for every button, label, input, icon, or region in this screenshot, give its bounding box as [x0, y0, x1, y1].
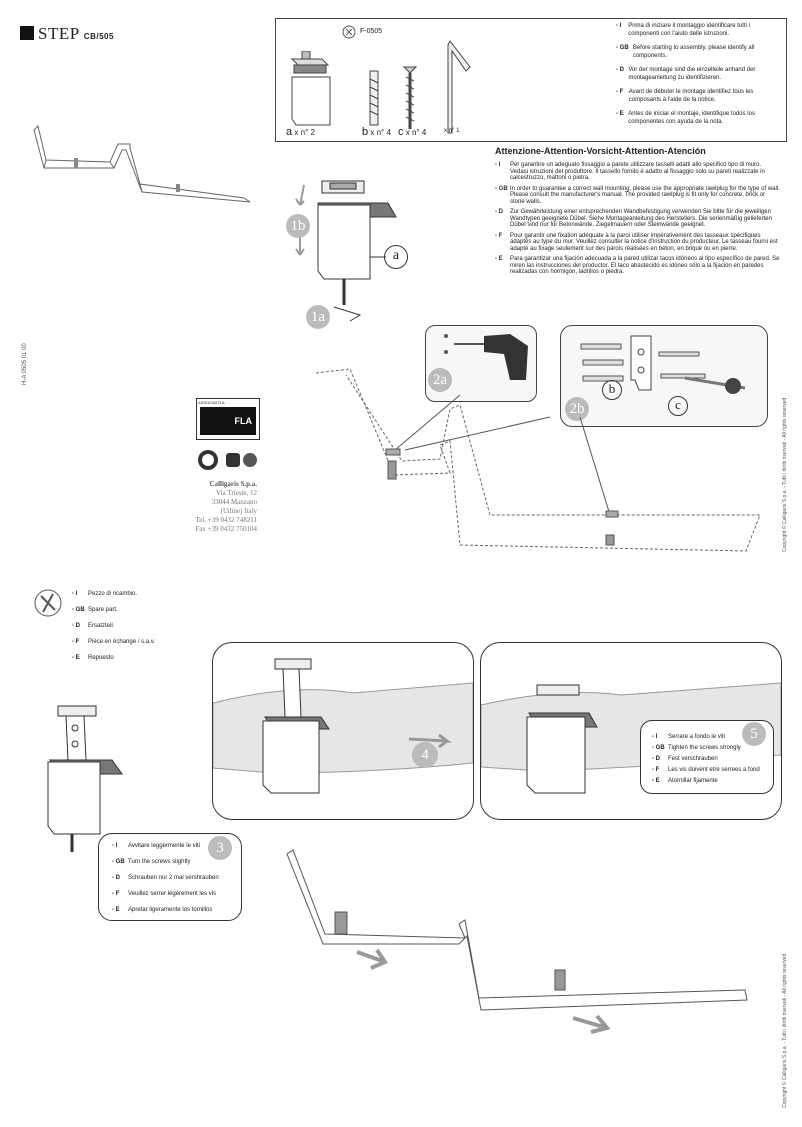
- part-callout-b: b: [602, 380, 622, 400]
- rawlplug-part-icon: [369, 70, 379, 126]
- step4-panel: [212, 642, 474, 820]
- parts-box: F-0505 a x n° 2 b x n° 4 c x n° 4 x n° 1…: [275, 18, 787, 142]
- part-callout-a: a: [384, 245, 408, 269]
- step-badge-1a: 1a: [306, 305, 330, 329]
- shelf-illustration-bottom: [286, 849, 748, 1034]
- step-badge-5: 5: [742, 722, 766, 746]
- step-badge-2b: 2b: [565, 397, 589, 421]
- bracket-step3-illustration: [47, 705, 123, 852]
- association-logo: ASSOCIATO A FLA: [196, 398, 260, 440]
- screw-part-icon: [402, 66, 418, 129]
- title-square-icon: [20, 26, 34, 40]
- spare-part-icon: [34, 589, 62, 617]
- part-label-c: c x n° 4: [398, 126, 427, 138]
- shelf-illustration-top: [33, 125, 251, 203]
- part-label-a: a x n° 2: [286, 126, 315, 138]
- drill-icon: [444, 334, 528, 380]
- step-badge-3: 3: [208, 836, 232, 860]
- step3-instruction-box: [98, 833, 242, 921]
- part-callout-c: c: [668, 396, 688, 416]
- copyright-bottom: Copyright © Calligaris S.p.a. - Tutti i …: [782, 953, 788, 1108]
- page-title: STEP CB/505: [20, 24, 114, 44]
- copyright-top: Copyright © Calligaris S.p.a. - Tutti i …: [782, 397, 788, 552]
- fla-logo: FLA: [200, 407, 256, 435]
- step-badge-2a: 2a: [428, 368, 452, 392]
- parts-code: F-0505: [360, 28, 383, 35]
- allen-key-icon: [447, 40, 471, 134]
- side-code: H-A 0505 01 00: [22, 343, 28, 385]
- warning-heading: Attenzione-Attention-Vorsicht-Attention-…: [495, 146, 706, 156]
- certification-icons: [198, 450, 257, 470]
- part-label-b: b x n° 4: [362, 126, 391, 138]
- rawlplug-screws-illustration: [580, 335, 746, 394]
- bracket-part-icon: [290, 51, 331, 126]
- company-address: Calligaris S.p.a. Via Trieste, 12 33044 …: [195, 480, 257, 533]
- callout-line-a: [370, 256, 386, 258]
- step-badge-1b: 1b: [286, 214, 310, 238]
- parts-code-icon: [342, 25, 356, 39]
- association-caption: ASSOCIATO A: [198, 400, 225, 405]
- step-badge-4: 4: [412, 742, 438, 768]
- part-label-key: x n° 1: [444, 128, 460, 134]
- bracket-step1-illustration: [295, 180, 397, 322]
- wall-shelf-dashed: [315, 368, 761, 552]
- step4-illustration: [213, 658, 473, 794]
